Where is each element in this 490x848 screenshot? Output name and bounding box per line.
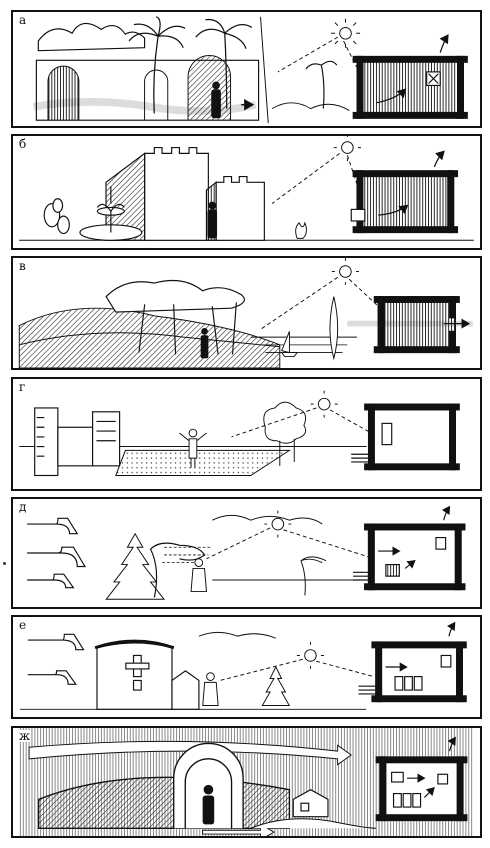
panel-b-arid: б <box>11 134 482 250</box>
desert-plant <box>295 221 307 239</box>
covered-gallery <box>38 742 291 829</box>
fortress-wall <box>105 147 265 241</box>
sun-icon <box>331 18 361 48</box>
building-section <box>352 55 468 119</box>
panel-letter: е <box>18 618 28 632</box>
panel-letter: а <box>18 13 28 27</box>
airflow-band <box>32 98 257 115</box>
sun-icon <box>331 258 359 286</box>
hill-contour <box>19 332 280 348</box>
windy-scene <box>27 505 466 600</box>
wind-arrows <box>27 633 85 685</box>
landscape-bushes <box>271 102 350 111</box>
palm-tree-2 <box>195 18 253 109</box>
person-silhouette <box>207 201 218 239</box>
exhaust-arrow <box>441 505 451 521</box>
panel-g-temperate: г <box>11 377 482 491</box>
arch-2 <box>144 69 169 121</box>
person-coat <box>190 558 208 593</box>
fir-tree <box>105 532 166 600</box>
indoor-air-arrow <box>404 559 416 569</box>
panel-e-winter: е <box>11 615 482 719</box>
paved-square <box>115 449 292 476</box>
sun-ray-line <box>231 407 317 438</box>
sun-icon <box>264 510 292 538</box>
windswept-tree-small <box>300 556 327 596</box>
panel-letter: д <box>18 500 28 514</box>
person-coat <box>202 672 219 706</box>
cloud-line <box>198 631 277 639</box>
indoor-air-arrow <box>424 786 435 798</box>
panel-letter: г <box>18 380 27 394</box>
sun-ray-line <box>271 152 340 204</box>
panel-a-tropical: а <box>11 10 482 128</box>
panel-v-coastal: в <box>11 256 482 370</box>
wind-streaks <box>162 546 213 564</box>
palm-tree-1 <box>128 16 186 114</box>
person-arms-open <box>179 428 207 468</box>
exhaust-arrow <box>439 34 449 53</box>
sun-icon <box>333 136 361 162</box>
panel-letter: в <box>18 259 27 273</box>
exhaust-arrow <box>447 736 456 752</box>
panel-zh-arctic: ж <box>11 726 482 838</box>
cloud-line <box>212 514 323 525</box>
sun-ray-line <box>329 409 379 438</box>
pine-grove <box>105 279 245 355</box>
sun-ray-line <box>343 40 360 73</box>
apartment-blocks <box>34 407 121 477</box>
temperate-scene <box>19 390 460 477</box>
wind-arrow-top <box>28 740 352 766</box>
sun-ray-line <box>206 527 271 560</box>
building-section <box>358 641 467 703</box>
scene-divider <box>260 16 269 124</box>
hut-icon <box>292 789 329 818</box>
building-section <box>353 523 466 591</box>
tropical-scene <box>32 16 468 124</box>
exhaust-arrow <box>446 621 456 637</box>
coastal-scene <box>18 258 473 368</box>
sun-icon <box>310 390 338 418</box>
spruce-tree <box>261 665 291 706</box>
cactus-icon <box>43 198 70 235</box>
person-silhouette <box>211 81 221 119</box>
sun-icon <box>296 642 324 669</box>
wind-arrows <box>27 517 87 589</box>
sun-ray-line <box>316 660 375 678</box>
winter-scene <box>20 621 467 710</box>
hillside-shaded <box>18 307 281 368</box>
building-section <box>351 403 460 471</box>
indoor-air-arrow <box>376 88 407 104</box>
indoor-air-arrow <box>378 204 409 216</box>
sun-ray-line <box>260 276 338 330</box>
sailboat-icon <box>280 331 299 357</box>
sun-ray-line <box>277 36 339 73</box>
foliage-cloud <box>37 23 146 52</box>
stray-dot <box>3 562 6 565</box>
small-palm <box>305 60 338 109</box>
panel-d-windy: д <box>11 497 482 609</box>
flow-arrow-bottom <box>202 823 275 836</box>
person-silhouette <box>202 784 215 825</box>
panel-letter: ж <box>18 729 32 743</box>
exhaust-arrow <box>433 150 445 168</box>
panel-letter: б <box>18 137 28 151</box>
building-section <box>350 170 459 234</box>
arch-1 <box>47 65 80 121</box>
person-silhouette <box>200 327 209 359</box>
arctic-scene <box>19 728 474 836</box>
sun-ray-line <box>219 658 303 681</box>
cypress-tree <box>329 296 339 361</box>
building-section <box>375 756 468 822</box>
snowy-house <box>94 639 200 710</box>
fountain-icon <box>79 186 143 241</box>
arid-scene <box>19 136 474 241</box>
sun-ray-line <box>283 529 369 558</box>
snow-drift <box>250 818 377 829</box>
deciduous-trees <box>263 401 307 466</box>
building-section <box>373 296 460 354</box>
